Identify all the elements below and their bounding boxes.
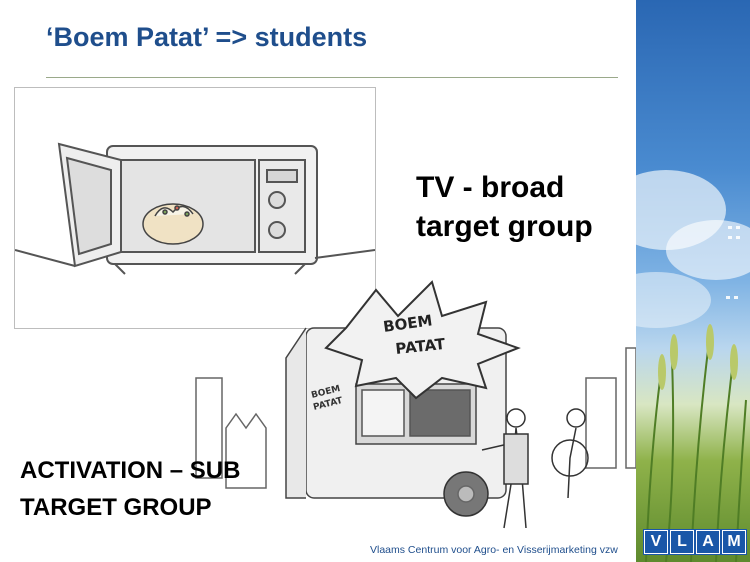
vlam-logo: V L A M [644,530,746,554]
title-divider [46,77,618,78]
food-truck-illustration: BOEM PATAT BOEM PATAT [186,268,637,530]
food-truck-icon: BOEM PATAT BOEM PATAT [195,280,637,529]
microwave-icon [14,142,376,275]
logo-letter-l: L [670,530,694,554]
slide-title: ‘Boem Patat’ => students [46,22,368,52]
logo-letter-a: A [696,530,720,554]
footer-organization: Vlaams Centrum voor Agro- en Visserijmar… [370,544,618,556]
logo-letter-v: V [644,530,668,554]
logo-letter-m: M [722,530,746,554]
tv-target-heading: TV - broad target group [416,171,593,243]
microwave-potato-illustration [14,87,376,329]
sky-grass-illustration [636,170,750,562]
sky-grass-photo [636,0,750,562]
truck-sign-line2: PATAT [395,335,447,358]
activation-target-heading: ACTIVATION – SUB TARGET GROUP [20,457,241,521]
